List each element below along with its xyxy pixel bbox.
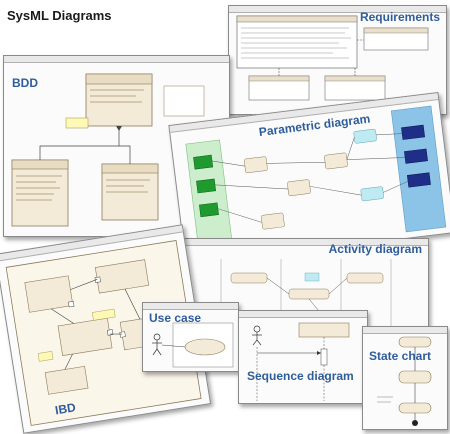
constraint-block [360,186,384,202]
activation-bar [320,348,328,366]
constraint-block [244,156,268,174]
requirements-label: Requirements [359,10,440,24]
use-case-diagram-panel: Use case [142,302,239,372]
block-element [163,85,205,117]
blue-partition [390,105,447,233]
actor-stick-figure [252,325,262,346]
lifeline-head [298,322,350,338]
action-node [230,272,268,284]
note-element [92,308,116,321]
use-case-diagram-canvas [152,322,234,368]
parametric-diagram-canvas [185,105,447,258]
part-element [24,275,74,313]
constraint-block [261,212,285,230]
sequence-label: Sequence diagram [247,369,354,383]
state-chart-panel: State chart [362,326,448,430]
constraint-block [287,179,311,196]
bdd-diagram-canvas [11,73,205,227]
activity-label: Activity diagram [328,242,422,256]
state-node [398,370,432,384]
requirements-diagram-canvas [236,15,429,101]
block-element [85,73,153,127]
block-element [11,159,69,227]
note-element [65,117,89,129]
value-property [404,148,428,164]
note-element [304,272,320,282]
bdd-diagram-panel: BDD [3,55,230,237]
actor-stick-figure [152,333,162,356]
state-node [398,336,432,348]
requirements-diagram-panel: Requirements [228,5,447,115]
sequence-diagram-panel: Sequence diagram [238,310,368,404]
parametric-diagram-panel: Parametric diagram [168,91,450,267]
value-property [406,172,431,188]
use-case-label: Use case [149,311,202,325]
page-title: SysML Diagrams [7,8,112,23]
state-chart-label: State chart [369,349,432,363]
value-property [196,178,217,194]
use-case-ellipse [184,338,226,356]
bdd-label: BDD [12,76,38,90]
action-node [288,288,330,300]
requirement-box [236,15,358,69]
value-property [401,124,425,140]
value-property [193,154,214,170]
constraint-block [353,128,377,144]
action-node [346,272,384,284]
state-node [398,402,432,414]
final-state-icon [412,420,418,426]
sequence-diagram-canvas [252,322,350,401]
note-element [37,351,54,362]
block-element [101,163,159,221]
state-chart-canvas [377,336,432,426]
constraint-block [324,152,348,170]
value-property [199,202,219,218]
